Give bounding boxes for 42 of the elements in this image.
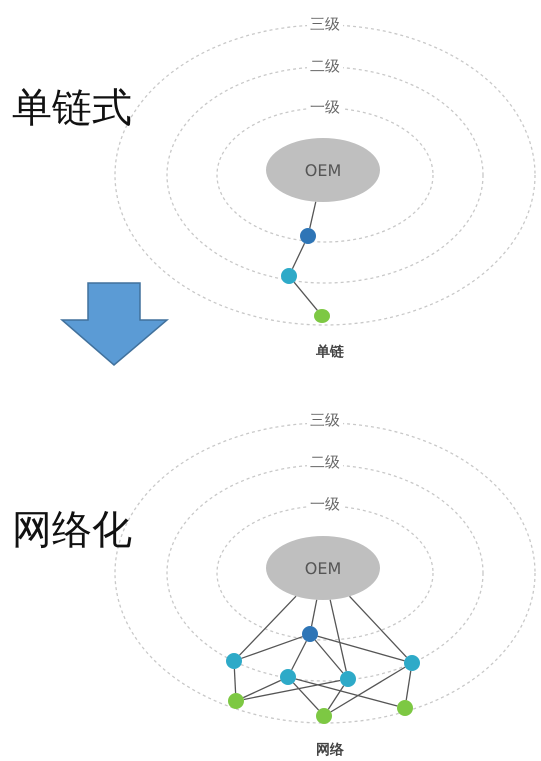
dot: [300, 228, 316, 244]
dot: [397, 700, 413, 716]
connector-line: [291, 640, 307, 670]
dot: [404, 655, 420, 671]
connector-line: [309, 202, 316, 228]
dot: [226, 653, 242, 669]
level-label: 三级: [307, 15, 343, 34]
connector-line: [244, 680, 340, 700]
dot: [228, 693, 244, 709]
dot: [281, 268, 297, 284]
connector-line: [243, 680, 281, 698]
connector-line: [349, 596, 407, 658]
connector-line: [294, 282, 318, 311]
oem-ellipse: OEM: [266, 138, 380, 202]
dot: [280, 669, 296, 685]
connector-line: [296, 678, 398, 707]
level-label: 一级: [307, 98, 343, 117]
section-title: 网络化: [12, 506, 132, 555]
connector-line: [310, 600, 318, 626]
connector-line: [239, 596, 296, 656]
level-label: 一级: [307, 495, 343, 514]
section-title: 单链式: [12, 84, 132, 133]
level-label: 三级: [307, 411, 343, 430]
caption: 单链: [316, 343, 344, 361]
connector-line: [292, 682, 320, 711]
caption: 网络: [316, 741, 344, 759]
oem-ellipse: OEM: [266, 536, 380, 600]
dot: [340, 671, 356, 687]
connector-line: [330, 666, 406, 712]
dot: [316, 708, 332, 724]
level-label: 二级: [307, 453, 343, 472]
connector-line: [241, 636, 303, 659]
dot: [302, 626, 318, 642]
connector-line: [314, 640, 344, 674]
dot: [314, 309, 330, 323]
connector-line: [406, 670, 412, 700]
connector-line: [292, 242, 306, 270]
connector-line: [234, 668, 236, 694]
connector-line: [328, 685, 344, 710]
level-label: 二级: [307, 57, 343, 76]
connector-line: [318, 636, 404, 662]
connector-line: [330, 600, 347, 672]
